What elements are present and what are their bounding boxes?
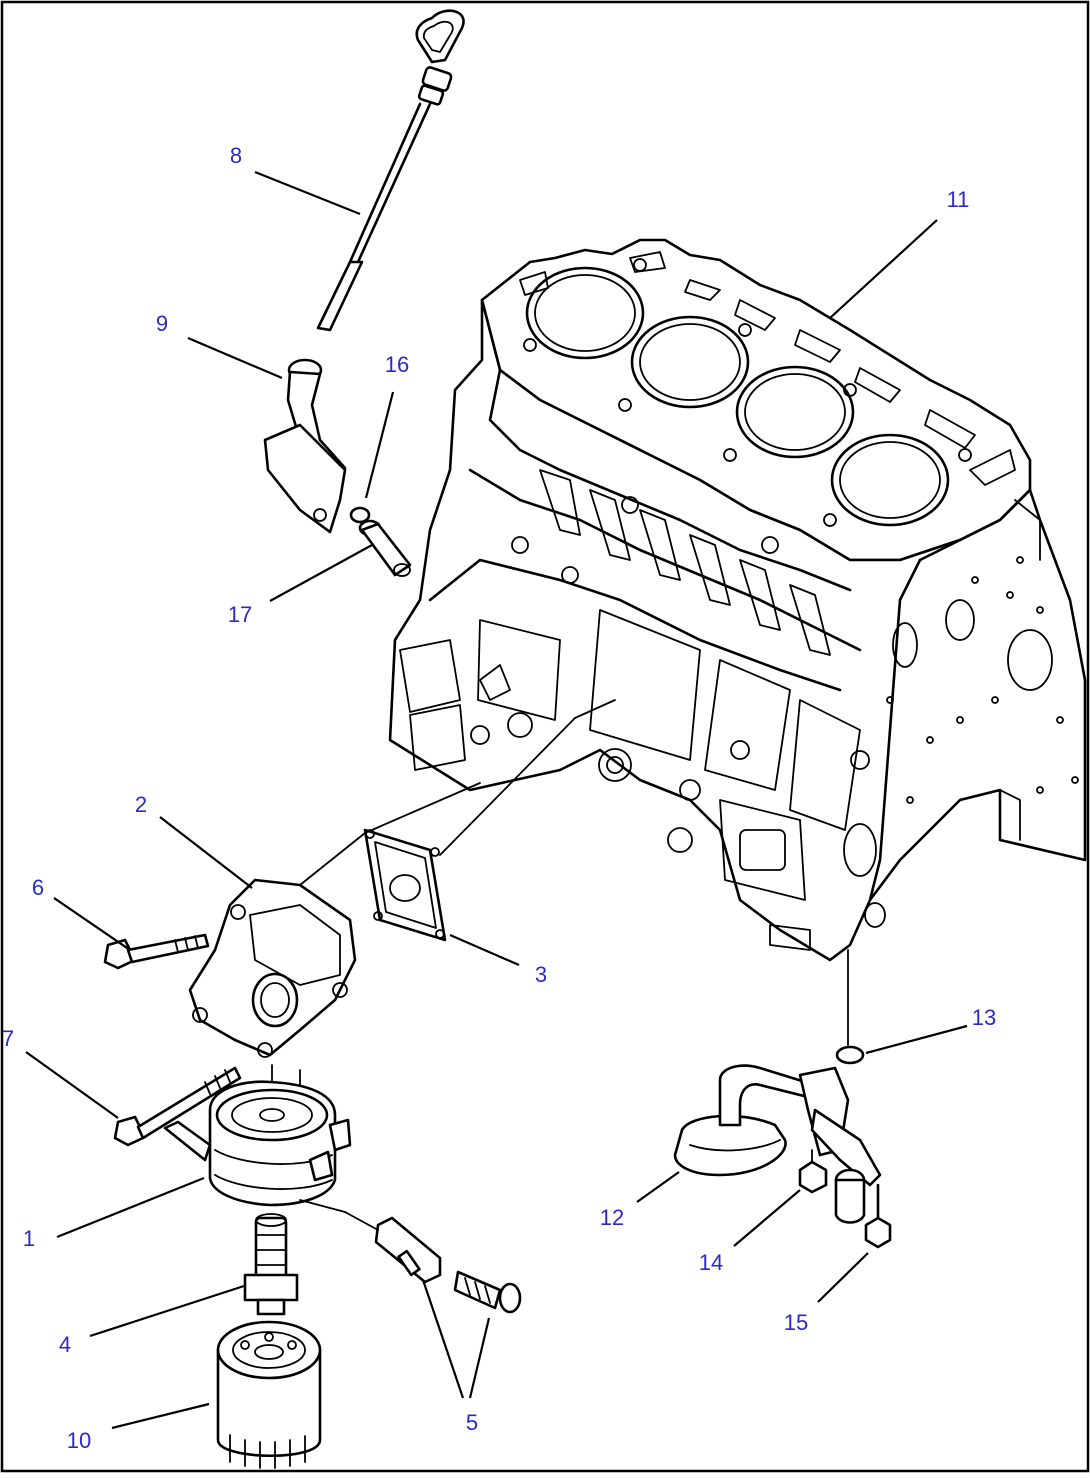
- callout-14: 14: [699, 1250, 723, 1275]
- strainer-bolt: [864, 1183, 892, 1249]
- plug-screw: [453, 1270, 522, 1314]
- callout-5: 5: [466, 1410, 478, 1435]
- filter-connector-stud: [243, 1213, 299, 1316]
- callout-1: 1: [23, 1226, 35, 1251]
- cylinder-bore-2: [630, 315, 750, 409]
- cylinder-bore-4: [830, 433, 950, 527]
- cylinder-bore-1: [525, 266, 645, 360]
- leader-lines: [25, 170, 968, 1430]
- callout-4: 4: [59, 1332, 71, 1357]
- oil-cooler-gasket: [363, 828, 447, 942]
- callout-7: 7: [2, 1026, 14, 1051]
- callout-17: 17: [228, 602, 252, 627]
- assembly-lines: [299, 699, 616, 886]
- callout-9: 9: [156, 311, 168, 336]
- callout-labels: 8 9 16 17 11 2 6 3 7 1 4 5 10 12 13 14 1…: [2, 143, 996, 1453]
- callout-13: 13: [972, 1005, 996, 1030]
- callout-3: 3: [535, 962, 547, 987]
- mounting-bolt-lower: [113, 1066, 242, 1147]
- callout-15: 15: [784, 1310, 808, 1335]
- o-ring: [349, 506, 371, 524]
- cylinder-bore-3: [735, 365, 855, 459]
- strainer-o-ring: [835, 1045, 865, 1065]
- callout-2: 2: [135, 792, 147, 817]
- cylinder-block: [388, 238, 1087, 962]
- oil-filter-cartridge: [216, 1320, 322, 1469]
- connector-pipe: [358, 519, 412, 577]
- callout-10: 10: [67, 1428, 91, 1453]
- strainer-nut: [798, 1149, 828, 1194]
- dipstick-guide-tube: [263, 358, 347, 534]
- oil-filter-head: [188, 878, 357, 1058]
- oil-pressure-switch: [299, 1199, 442, 1284]
- oil-strainer: [673, 949, 882, 1224]
- callout-6: 6: [32, 875, 44, 900]
- oil-level-gauge-dipstick: [316, 9, 465, 332]
- mounting-bolt-upper: [103, 933, 210, 970]
- callout-12: 12: [600, 1205, 624, 1230]
- oil-cooler: [163, 1064, 352, 1207]
- callout-8: 8: [230, 143, 242, 168]
- callout-16: 16: [385, 352, 409, 377]
- callout-11: 11: [947, 187, 970, 212]
